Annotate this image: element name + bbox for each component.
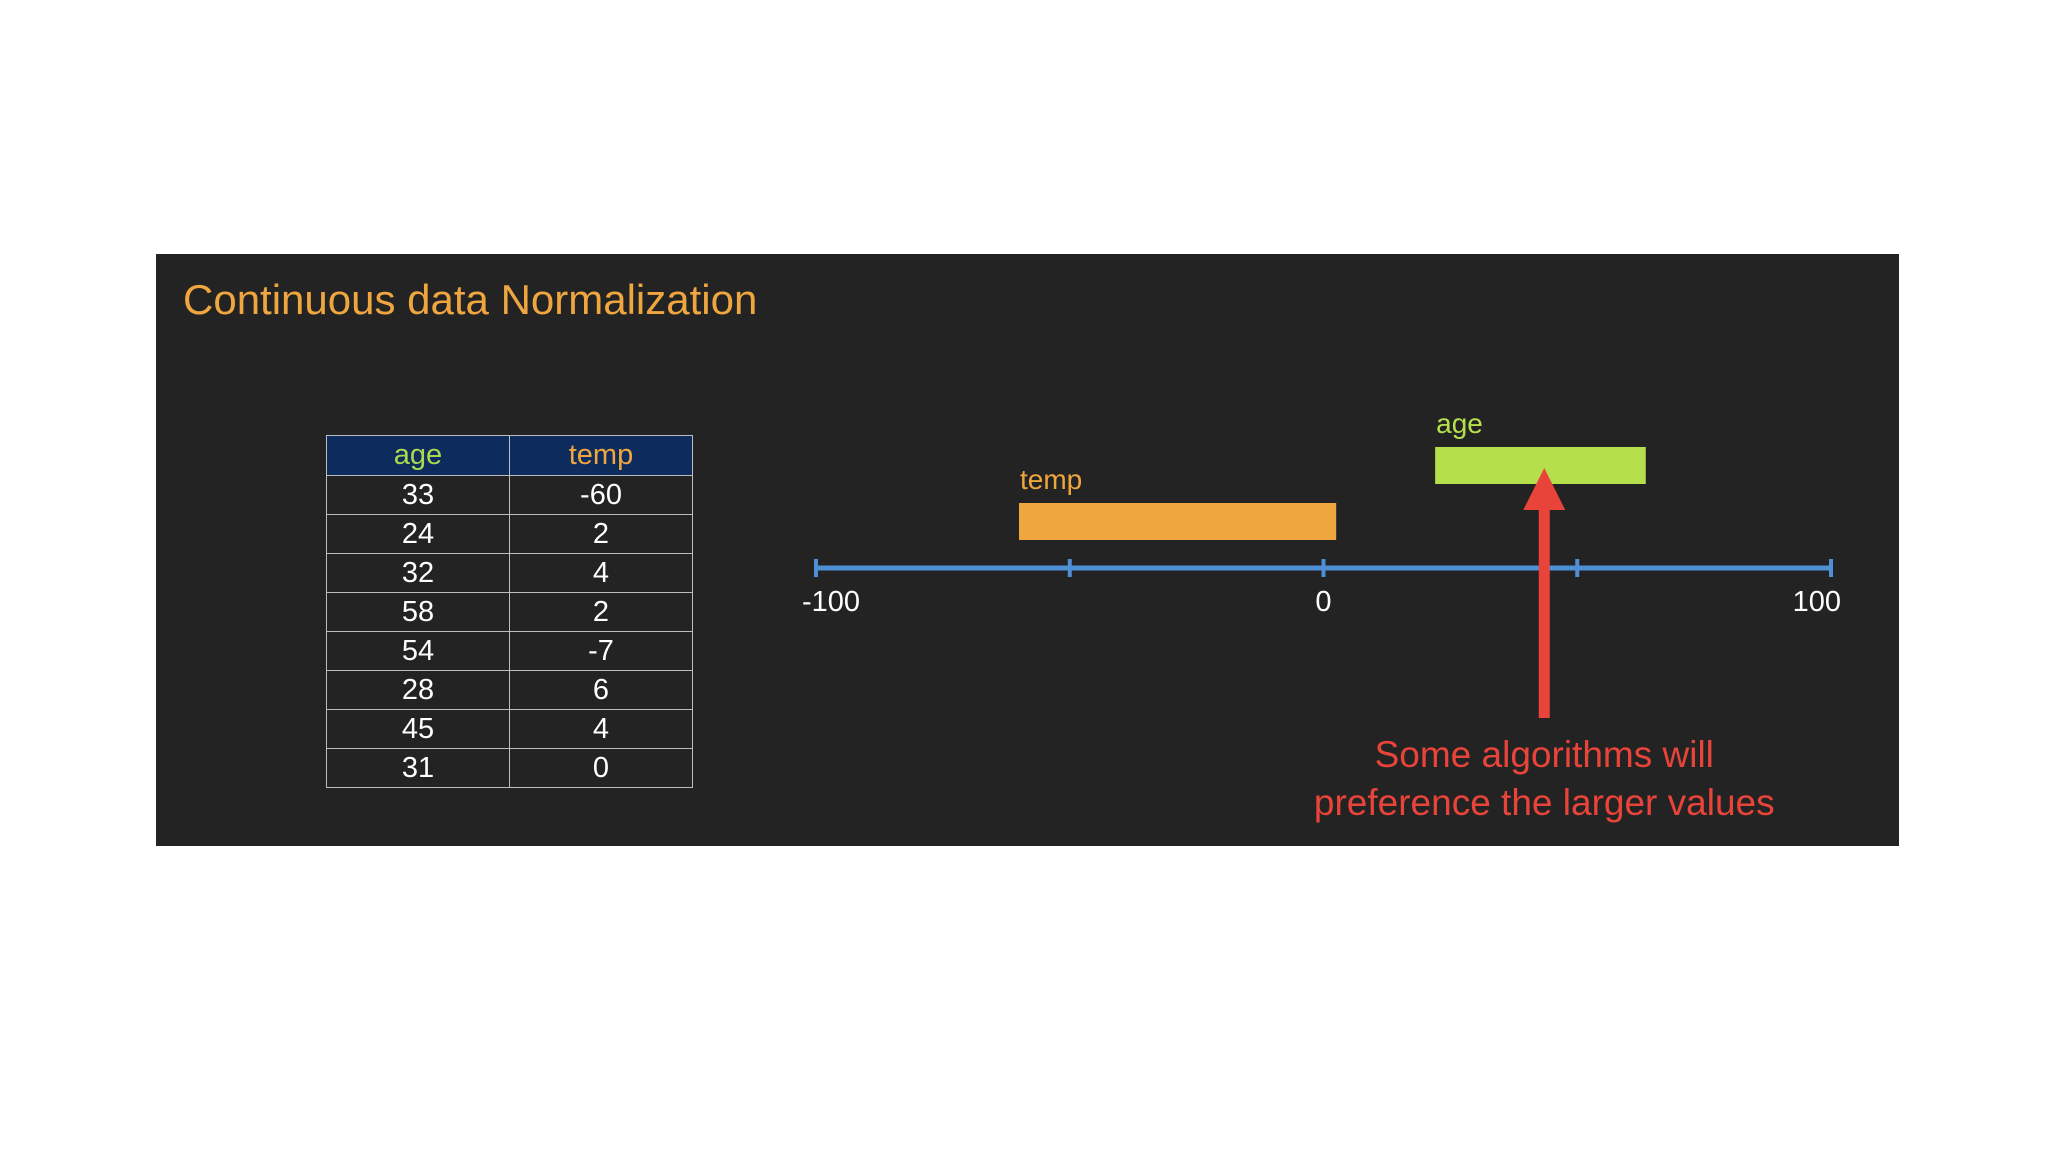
table-cell-temp: 4 [509, 709, 693, 749]
table-cell-age: 54 [326, 631, 510, 671]
table-row: 32 4 [326, 553, 693, 593]
table-cell-temp: 2 [509, 514, 693, 554]
table-row: 54 -7 [326, 631, 693, 671]
annotation-text-line: preference the larger values [1314, 782, 1775, 823]
axis-tick-label: -100 [802, 586, 860, 618]
table-row: 31 0 [326, 748, 693, 788]
table-cell-temp: -7 [509, 631, 693, 671]
data-table: age temp 33 -60 24 2 32 4 58 2 54 [326, 435, 693, 788]
table-header-row: age temp [326, 435, 693, 476]
table-row: 45 4 [326, 709, 693, 749]
column-header-temp: temp [509, 435, 693, 476]
column-header-age: age [326, 435, 510, 476]
range-bar-temp [1019, 503, 1337, 540]
table-row: 24 2 [326, 514, 693, 554]
slide-title: Continuous data Normalization [183, 276, 758, 323]
annotation-text-line: Some algorithms will [1375, 734, 1714, 775]
table-cell-age: 45 [326, 709, 510, 749]
table-cell-temp: 6 [509, 670, 693, 710]
slide: Continuous data Normalization age temp 3… [156, 254, 1899, 846]
table-cell-age: 28 [326, 670, 510, 710]
range-bar-label-temp: temp [1020, 464, 1082, 495]
axis-tick-label: 0 [1315, 586, 1331, 618]
table-cell-temp: 0 [509, 748, 693, 788]
axis-tick-label: 100 [1793, 586, 1841, 618]
table-cell-age: 32 [326, 553, 510, 593]
table-cell-age: 31 [326, 748, 510, 788]
range-bar-label-age: age [1436, 408, 1483, 439]
table-cell-age: 58 [326, 592, 510, 632]
annotation-arrowhead [1523, 468, 1566, 510]
table-cell-temp: 2 [509, 592, 693, 632]
table-row: 28 6 [326, 670, 693, 710]
table-cell-temp: -60 [509, 475, 693, 515]
table-row: 58 2 [326, 592, 693, 632]
